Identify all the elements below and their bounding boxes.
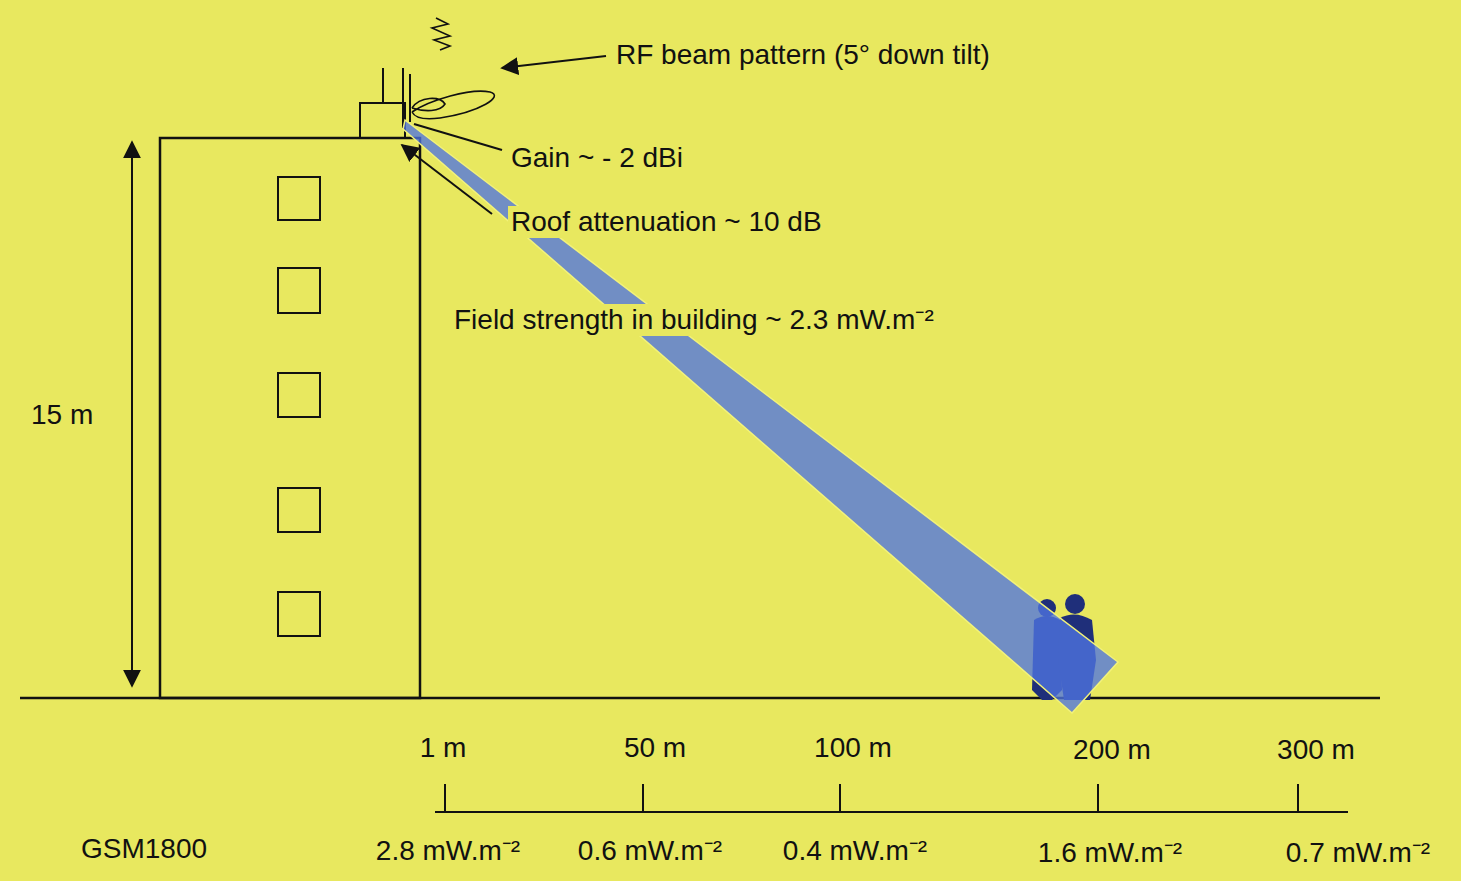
callout-label: Field strength in building ~ 2.3 mW.m⁻² <box>451 304 937 336</box>
distance-label: 1 m <box>417 732 470 764</box>
field-value: 0.7 mW.m⁻² <box>1283 837 1433 869</box>
distance-label: 300 m <box>1274 734 1358 766</box>
field-value: 0.6 mW.m⁻² <box>575 835 725 867</box>
beam-pattern-lobe <box>412 18 494 119</box>
callout-label: RF beam pattern (5° down tilt) <box>613 39 993 71</box>
distance-scale <box>435 784 1348 812</box>
windows <box>278 177 320 636</box>
callout-label: Roof attenuation ~ 10 dB <box>508 206 825 238</box>
field-value: 1.6 mW.m⁻² <box>1035 837 1185 869</box>
antennas <box>383 68 410 128</box>
callout-label: Gain ~ - 2 dBi <box>508 142 686 174</box>
distance-label: 200 m <box>1070 734 1154 766</box>
field-value: 0.4 mW.m⁻² <box>780 835 930 867</box>
field-value: 2.8 mW.m⁻² <box>373 835 523 867</box>
equipment-box <box>360 103 405 138</box>
leader-line <box>414 124 502 150</box>
rf-beam <box>403 120 1118 713</box>
distance-label: 100 m <box>811 732 895 764</box>
height-dimension <box>131 142 133 686</box>
dimension-label: 15 m <box>28 399 96 431</box>
leader-line <box>502 56 606 68</box>
building <box>160 138 420 698</box>
distance-label: 50 m <box>621 732 689 764</box>
leader-line <box>402 145 492 214</box>
system-label: GSM1800 <box>78 833 210 865</box>
